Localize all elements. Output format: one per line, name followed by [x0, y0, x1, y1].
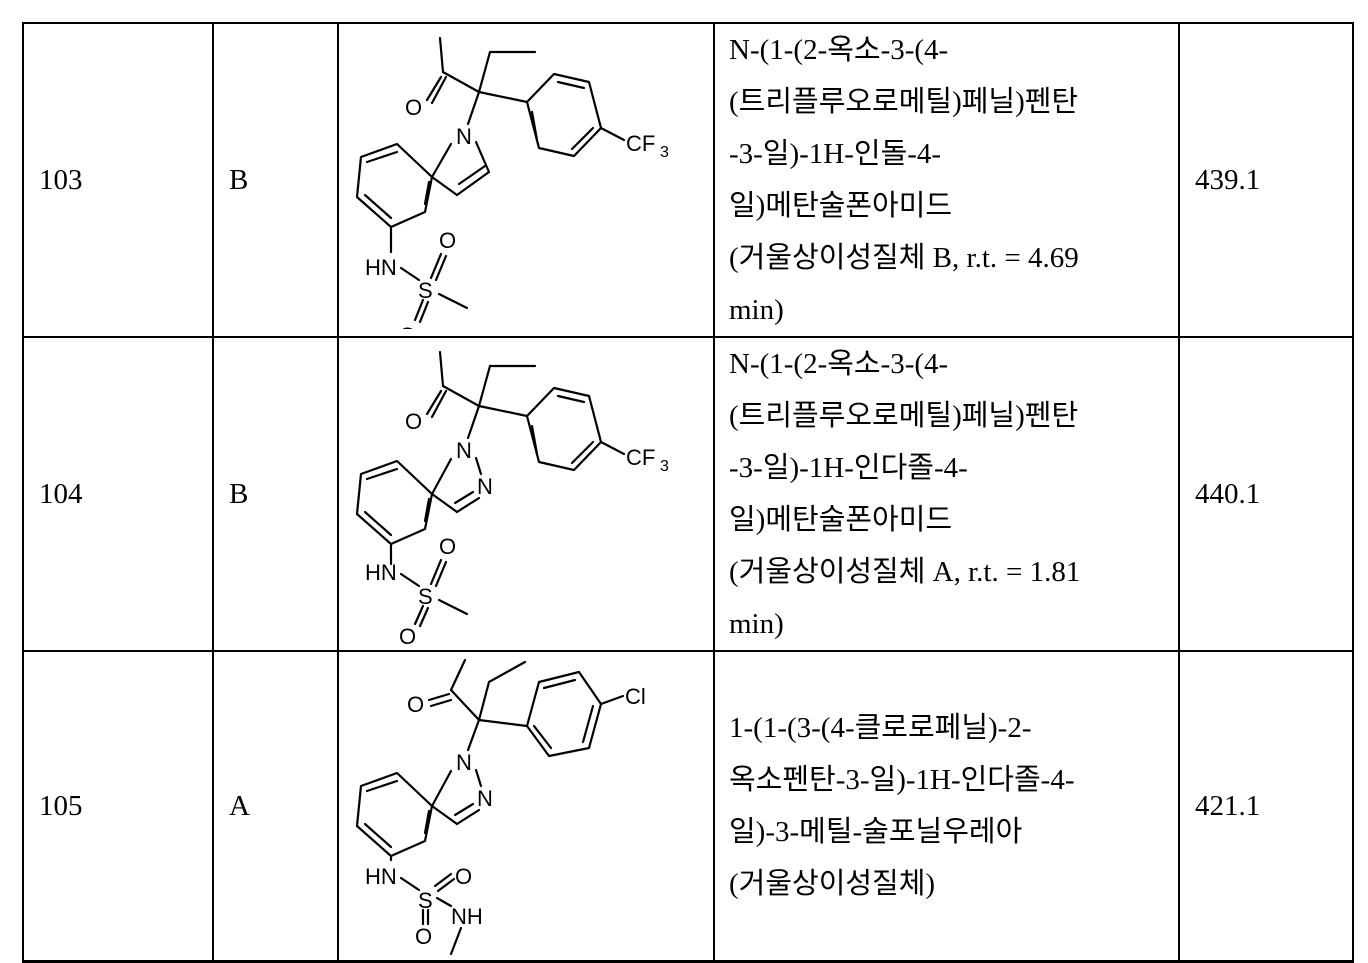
activity-class: A: [213, 651, 338, 962]
compound-id: 103: [23, 23, 213, 337]
atom-label-hn: HN: [365, 864, 397, 889]
atom-label-o2: O: [455, 864, 472, 889]
table-row: 105 A O Cl N N: [23, 651, 1353, 962]
table-row: 104 B O CF 3 N N: [23, 337, 1353, 651]
atom-label-cf3: CF: [626, 131, 655, 156]
name-line: 일)메탄술폰아미드: [729, 180, 1174, 232]
compound-name: N-(1-(2-옥소-3-(4- (트리플루오로메틸)페닐)펜탄 -3-일)-1…: [714, 337, 1179, 651]
atom-label-cl: Cl: [625, 684, 646, 709]
atom-label-o3: O: [415, 924, 432, 949]
mass-value: 440.1: [1179, 337, 1353, 651]
name-line: -3-일)-1H-인돌-4-: [729, 128, 1174, 180]
atom-label-n2: N: [477, 474, 493, 499]
name-line: (트리플루오로메틸)페닐)펜탄: [729, 390, 1174, 442]
name-line: 옥소펜탄-3-일)-1H-인다졸-4-: [729, 754, 1174, 806]
atom-label-hn: HN: [365, 255, 397, 280]
name-line: min): [729, 598, 1174, 650]
structure-cell: O CF 3 N: [338, 23, 714, 337]
atom-label-o2: O: [439, 534, 456, 559]
atom-label-s: S: [418, 888, 433, 913]
atom-label-cf3-subscript: 3: [660, 144, 669, 161]
atom-label-n: N: [456, 124, 472, 149]
atom-label-o2: O: [439, 228, 456, 253]
mass-value: 421.1: [1179, 651, 1353, 962]
chemical-structure-image: O CF 3 N: [339, 32, 715, 329]
atom-label-o: O: [405, 95, 422, 120]
chemical-structure-image: O CF 3 N N: [339, 344, 715, 644]
atom-label-s: S: [418, 278, 433, 303]
atom-label-n: N: [456, 750, 472, 775]
atom-label-o: O: [405, 409, 422, 434]
name-line: 일)메탄술폰아미드: [729, 494, 1174, 546]
atom-label-n2: N: [477, 786, 493, 811]
atom-label-cf3: CF: [626, 445, 655, 470]
atom-label-cf3-subscript: 3: [660, 458, 669, 475]
name-line: -3-일)-1H-인다졸-4-: [729, 442, 1174, 494]
chemical-structure-image: O Cl N N: [339, 652, 715, 960]
name-line: 일)-3-메틸-술포닐우레아: [729, 806, 1174, 858]
atom-label-s: S: [418, 584, 433, 609]
name-line: (거울상이성질체 A, r.t. = 1.81: [729, 546, 1174, 598]
name-line: min): [729, 284, 1174, 336]
atom-label-o3: O: [399, 323, 416, 329]
table-row: 103 B O CF 3: [23, 23, 1353, 337]
activity-class: B: [213, 23, 338, 337]
atom-label-o3: O: [399, 624, 416, 644]
name-line: (거울상이성질체): [729, 858, 1174, 910]
structure-cell: O CF 3 N N: [338, 337, 714, 651]
atom-label-nh: NH: [451, 904, 483, 929]
atom-label-hn: HN: [365, 560, 397, 585]
compound-id: 105: [23, 651, 213, 962]
compound-table: 103 B O CF 3: [22, 22, 1354, 963]
activity-class: B: [213, 337, 338, 651]
name-line: (트리플루오로메틸)페닐)펜탄: [729, 76, 1174, 128]
compound-id: 104: [23, 337, 213, 651]
structure-cell: O Cl N N: [338, 651, 714, 962]
name-line: N-(1-(2-옥소-3-(4-: [729, 24, 1174, 76]
mass-value: 439.1: [1179, 23, 1353, 337]
name-line: (거울상이성질체 B, r.t. = 4.69: [729, 232, 1174, 284]
compound-name: N-(1-(2-옥소-3-(4- (트리플루오로메틸)페닐)펜탄 -3-일)-1…: [714, 23, 1179, 337]
name-line: N-(1-(2-옥소-3-(4-: [729, 338, 1174, 390]
atom-label-o: O: [407, 692, 424, 717]
compound-name: 1-(1-(3-(4-클로로페닐)-2- 옥소펜탄-3-일)-1H-인다졸-4-…: [714, 651, 1179, 962]
name-line: 1-(1-(3-(4-클로로페닐)-2-: [729, 702, 1174, 754]
atom-label-n: N: [456, 438, 472, 463]
